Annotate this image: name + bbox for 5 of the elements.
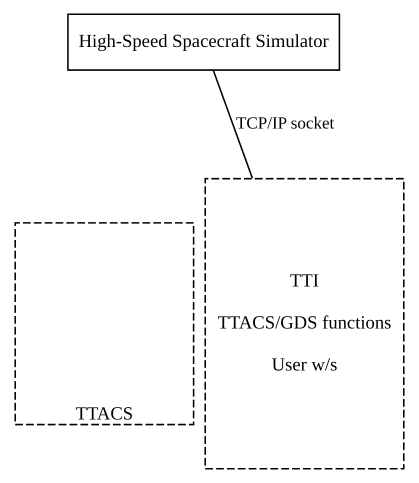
- edge-label: TCP/IP socket: [236, 114, 334, 133]
- connector: [212, 70, 254, 178]
- node-box: High-Speed Spacecraft Simulator: [67, 13, 340, 71]
- node-box: TTACS: [14, 222, 194, 426]
- node-box: TTI TTACS/GDS functions User w/s: [204, 178, 405, 470]
